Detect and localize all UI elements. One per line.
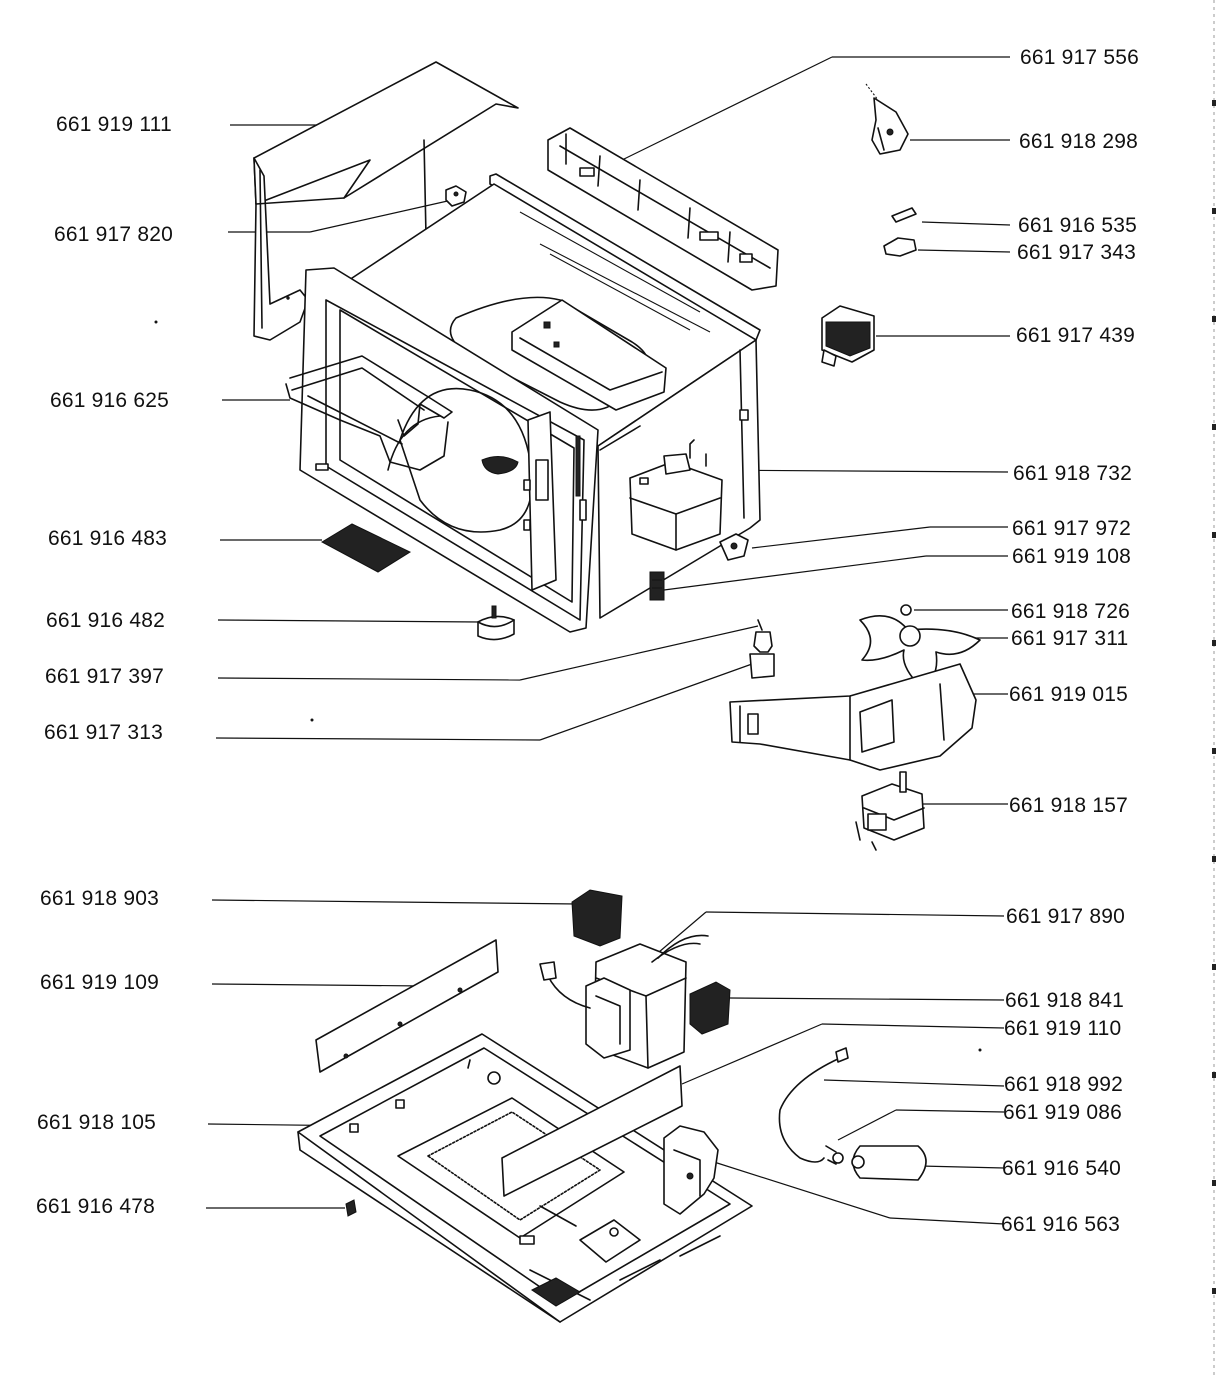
part-label-right-3: 661 916 535 [1018,214,1137,237]
fan-motor-drawing [855,771,925,851]
part-label-right-13: 661 917 890 [1006,905,1125,928]
part-label-right-14: 661 918 841 [1005,989,1124,1012]
part-label-left-1: 661 919 111 [56,113,172,136]
part-label-left-10: 661 918 105 [37,1111,156,1134]
capacitor-drawing [825,1145,927,1181]
mesh-filter-841-drawing [689,981,731,1035]
leader-lines-right [621,56,1011,1225]
bracket-820-drawing [445,185,467,207]
small-block-drawing [649,571,665,601]
part-label-right-10: 661 917 311 [1011,627,1129,650]
foot-drawing [345,1199,357,1217]
part-label-left-8: 661 918 903 [40,887,159,910]
relay-block-drawing [821,305,875,367]
side-panel-109-drawing [315,939,499,1073]
magnetron-drawing [629,439,723,551]
bracket-563-drawing [663,1125,719,1215]
transformer-drawing [539,934,709,1069]
part-label-left-5: 661 916 482 [46,609,165,632]
power-plug-drawing [865,83,909,155]
fan-nut-drawing [900,604,912,616]
part-label-left-7: 661 917 313 [44,721,163,744]
mesh-filter-483-drawing [320,523,412,573]
diode-wire-drawing [778,1047,849,1163]
part-label-right-18: 661 916 540 [1002,1157,1121,1180]
part-label-left-2: 661 917 820 [54,223,173,246]
fan-blade-drawing [859,614,981,687]
part-label-left-11: 661 916 478 [36,1195,155,1218]
part-label-right-1: 661 917 556 [1020,46,1139,69]
thermal-cutout-drawing [719,533,749,561]
inner-panel-110-drawing [501,1065,683,1197]
part-label-right-5: 661 917 439 [1016,324,1135,347]
fan-duct-drawing [729,663,977,771]
part-label-left-6: 661 917 397 [45,665,164,688]
part-label-left-4: 661 916 483 [48,527,167,550]
scan-edge-strip [1212,0,1216,1379]
part-label-right-12: 661 918 157 [1009,794,1128,817]
part-label-right-16: 661 918 992 [1004,1073,1123,1096]
part-label-right-6: 661 918 732 [1013,462,1132,485]
part-label-right-19: 661 916 563 [1001,1213,1120,1236]
part-label-right-4: 661 917 343 [1017,241,1136,264]
part-label-right-15: 661 919 110 [1004,1017,1122,1040]
mesh-filter-903-drawing [571,889,623,947]
oven-cavity-drawing [285,173,761,633]
part-label-left-9: 661 919 109 [40,971,159,994]
lamp-drawing [749,619,775,679]
part-label-right-9: 661 918 726 [1011,600,1130,623]
part-label-right-7: 661 917 972 [1012,517,1131,540]
part-label-right-11: 661 919 015 [1009,683,1128,706]
outer-cover-drawing [253,61,519,341]
turntable-motor-drawing [477,605,515,641]
part-label-left-3: 661 916 625 [50,389,169,412]
part-label-right-2: 661 918 298 [1019,130,1138,153]
fuse-holder-drawing [883,237,917,257]
part-label-right-8: 661 919 108 [1012,545,1131,568]
control-bracket-drawing [547,127,779,291]
part-label-right-17: 661 919 086 [1003,1101,1122,1124]
fuse-drawing [891,207,917,223]
